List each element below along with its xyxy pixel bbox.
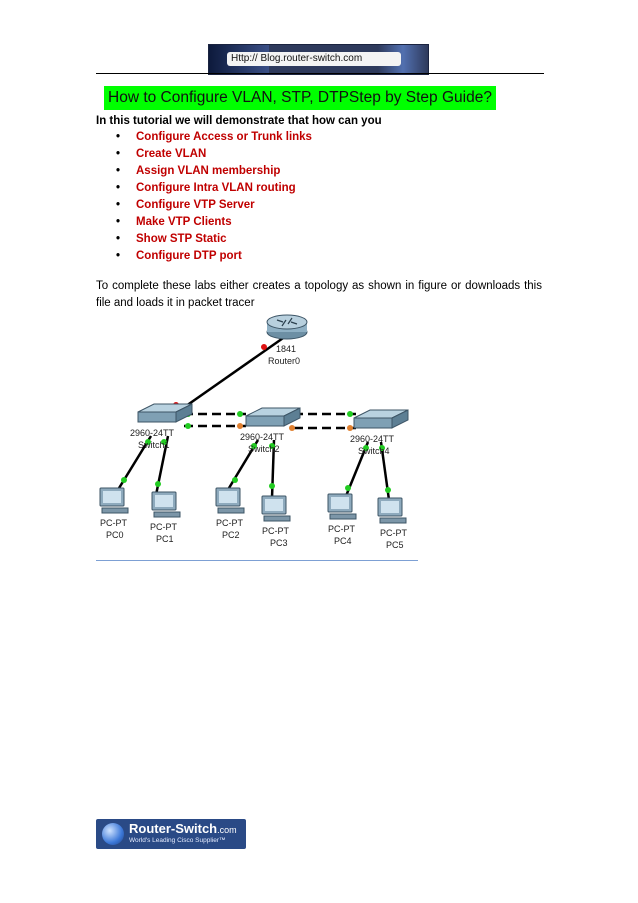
pc5-type-label: PC-PT <box>380 528 408 538</box>
pc-icon <box>151 491 181 518</box>
router-model-label: 1841 <box>276 344 296 354</box>
page-title: How to Configure VLAN, STP, DTPStep by S… <box>104 86 496 110</box>
pc1-name-label: PC1 <box>156 534 174 544</box>
switch1-model-label: 2960-24TT <box>130 428 175 438</box>
pc4-name-label: PC4 <box>334 536 352 546</box>
switch1-pc0-link <box>114 435 153 494</box>
pc3-type-label: PC-PT <box>262 526 290 536</box>
switch2-pc2-link <box>224 439 260 494</box>
pc4-type-label: PC-PT <box>328 524 356 534</box>
pc-icon <box>261 495 291 522</box>
list-item: Configure VTP Server <box>116 197 312 214</box>
router-switch1-link <box>175 334 287 415</box>
switch2-name-label: Switch2 <box>248 444 280 454</box>
task-list: Configure Access or Trunk links Create V… <box>116 129 312 265</box>
logo-name: Router-Switch <box>129 821 218 836</box>
pc-icon <box>215 487 245 514</box>
figure-divider <box>96 560 418 561</box>
switch4-model-label: 2960-24TT <box>350 434 395 444</box>
pc0-name-label: PC0 <box>106 530 124 540</box>
list-item: Configure DTP port <box>116 248 312 265</box>
banner-url-text: Http:// Blog.router-switch.com <box>227 52 401 66</box>
pc5-name-label: PC5 <box>386 540 404 550</box>
pc2-name-label: PC2 <box>222 530 240 540</box>
list-item: Create VLAN <box>116 146 312 163</box>
list-item: Configure Access or Trunk links <box>116 129 312 146</box>
network-topology-figure: 1841 Router0 2960-24TT Switch1 2960-24TT… <box>99 314 409 550</box>
pc-icon <box>377 497 407 524</box>
globe-icon <box>102 823 124 845</box>
logo-tagline: World's Leading Cisco Supplier™ <box>129 837 226 844</box>
pc0-type-label: PC-PT <box>100 518 128 528</box>
list-item: Make VTP Clients <box>116 214 312 231</box>
pc2-type-label: PC-PT <box>216 518 244 528</box>
router-icon <box>266 314 308 340</box>
list-item: Configure Intra VLAN routing <box>116 180 312 197</box>
switch-icon <box>353 409 409 429</box>
router-name-label: Router0 <box>268 356 300 366</box>
instructions-paragraph: To complete these labs either creates a … <box>96 280 542 309</box>
footer-logo: Router-Switch.com World's Leading Cisco … <box>96 819 246 849</box>
pc3-name-label: PC3 <box>270 538 288 548</box>
list-item: Assign VLAN membership <box>116 163 312 180</box>
pc1-type-label: PC-PT <box>150 522 178 532</box>
logo-suffix: .com <box>217 825 237 835</box>
pc-icon <box>99 487 129 514</box>
switch2-model-label: 2960-24TT <box>240 432 285 442</box>
switch4-name-label: Switch4 <box>358 446 390 456</box>
header-banner: Http:// Blog.router-switch.com <box>208 44 429 75</box>
switch-icon <box>137 403 193 423</box>
list-item: Show STP Static <box>116 231 312 248</box>
switch-icon <box>245 407 301 427</box>
switch1-name-label: Switch1 <box>138 440 170 450</box>
intro-text: In this tutorial we will demonstrate tha… <box>96 115 382 127</box>
top-divider <box>96 73 544 74</box>
pc-icon <box>327 493 357 520</box>
